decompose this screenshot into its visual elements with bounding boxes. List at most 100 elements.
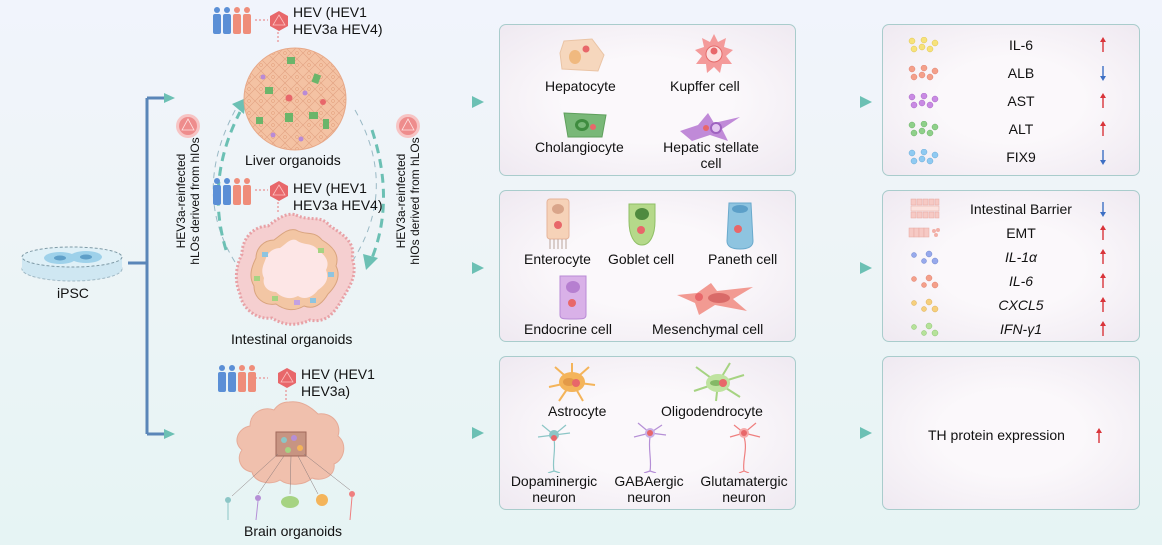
down-arrow-icon	[1100, 66, 1106, 81]
marker-row: TH protein expression	[928, 424, 1128, 446]
infection-arrows	[255, 19, 287, 400]
cell-label: Endocrine cell	[524, 321, 612, 337]
cell-label: Hepatocyte	[545, 78, 616, 94]
reinfection-label-right: HEV3a-reinfected hIOs derived from hLOs	[394, 137, 422, 265]
flow-arrow-liver-markers	[806, 96, 872, 108]
intestinal-organoids-label: Intestinal organoids	[231, 331, 353, 347]
up-arrow-icon	[1100, 37, 1106, 52]
cytokine-dots-icon	[911, 298, 939, 313]
cytokine-dots-icon	[908, 65, 939, 81]
liver-cell-panel: Hepatocyte Kupffer cell Cholangiocyte He…	[499, 24, 796, 176]
dopaminergic-neuron-icon	[537, 424, 571, 473]
marker-row: CXCL5	[883, 294, 1139, 316]
up-arrow-icon	[1100, 225, 1106, 240]
cell-label: Oligodendrocyte	[661, 403, 763, 419]
marker-name: IL-6	[1008, 273, 1034, 289]
brain-organoid	[214, 400, 364, 522]
marker-name: TH protein expression	[928, 427, 1065, 443]
petri-dish-icon	[21, 246, 123, 282]
cell-label: GABAergic neuron	[614, 473, 684, 505]
flow-arrow-intestinal-markers	[806, 262, 872, 274]
cytokine-dots-icon	[908, 37, 939, 53]
marker-row: AST	[883, 90, 1139, 112]
enterocyte-icon	[546, 198, 570, 249]
reinfected-virus-icon	[395, 113, 421, 144]
marker-row: IL-6	[883, 270, 1139, 292]
neuron-icons	[225, 491, 355, 521]
liver-marker-panel: IL-6 ALB AST ALT FIX9	[882, 24, 1140, 176]
cell-label: Enterocyte	[524, 251, 591, 267]
reinfected-virus-icon	[175, 113, 201, 144]
up-arrow-icon	[1100, 93, 1106, 108]
gabaergic-neuron-icon	[633, 422, 667, 473]
cell-label: Cholangiocyte	[535, 139, 624, 155]
cell-label: Astrocyte	[548, 403, 607, 419]
up-arrow-icon	[1100, 297, 1106, 312]
down-arrow-icon	[1100, 202, 1106, 217]
marker-row: IL-6	[883, 34, 1139, 56]
flow-arrow-brain	[430, 427, 484, 439]
glutamatergic-neuron-icon	[729, 422, 761, 473]
kupffer-cell-icon	[695, 34, 733, 73]
hev-virus-icon	[276, 367, 298, 394]
paneth-cell-icon	[726, 202, 754, 250]
marker-name: CXCL5	[998, 297, 1044, 313]
cytokine-dots-icon	[908, 93, 939, 109]
donors-icon	[210, 177, 254, 212]
hev-virus-icon	[268, 180, 290, 207]
flow-arrow-intestinal	[418, 262, 484, 274]
down-arrow-icon	[1100, 150, 1106, 165]
flow-arrow-brain-markers	[806, 427, 872, 439]
liver-virus-label: HEV (HEV1 HEV3a HEV4)	[293, 4, 383, 37]
ipsc-label: iPSC	[57, 285, 89, 301]
cell-label: Mesenchymal cell	[652, 321, 764, 337]
intestinal-marker-panel: Intestinal Barrier EMT IL-1α IL-6 CXCL5 …	[882, 190, 1140, 342]
emt-icon	[908, 227, 940, 238]
marker-name: Intestinal Barrier	[970, 201, 1072, 217]
up-arrow-icon	[1100, 121, 1106, 136]
marker-name: AST	[1007, 93, 1035, 109]
goblet-cell-icon	[628, 203, 656, 246]
cholangiocyte-icon	[563, 112, 607, 138]
brain-virus-label: HEV (HEV1 HEV3a)	[301, 366, 375, 399]
cytokine-dots-icon	[908, 149, 939, 165]
donors-icon	[210, 6, 254, 41]
marker-row: IFN-γ1	[883, 318, 1139, 340]
reinfection-label-left: HEV3a-reinfected hLOs derived from hIOs	[174, 137, 202, 265]
cell-label: Hepatic stellate cell	[663, 139, 759, 171]
cytokine-dots-icon	[911, 250, 939, 265]
marker-row: Intestinal Barrier	[883, 198, 1139, 220]
intestinal-cell-panel: Enterocyte Goblet cell Paneth cell Endoc…	[499, 190, 796, 342]
brain-marker-panel: TH protein expression	[882, 356, 1140, 510]
up-arrow-icon	[1100, 273, 1106, 288]
cell-label: Dopaminergic neuron	[510, 473, 598, 505]
donors-icon	[215, 364, 259, 399]
brain-organoids-label: Brain organoids	[244, 523, 343, 539]
up-arrow-icon	[1096, 428, 1102, 443]
marker-name: IL-1α	[1004, 249, 1038, 265]
flow-arrow-liver	[418, 96, 484, 108]
marker-name: EMT	[1006, 225, 1036, 241]
oligodendrocyte-icon	[693, 362, 745, 402]
hepatocyte-icon	[559, 38, 605, 72]
astrocyte-icon	[548, 363, 596, 402]
marker-name: IFN-γ1	[1000, 321, 1042, 337]
marker-name: ALT	[1008, 121, 1034, 137]
marker-name: IL-6	[1008, 37, 1034, 53]
liver-organoids-label: Liver organoids	[245, 152, 341, 168]
brain-cell-panel: Astrocyte Oligodendrocyte Dopaminergic n…	[499, 356, 796, 510]
cell-label: Glutamatergic neuron	[700, 473, 788, 505]
up-arrow-icon	[1100, 321, 1106, 336]
ipsc-bracket	[128, 93, 175, 439]
endocrine-cell-icon	[559, 275, 587, 320]
liver-organoid	[243, 47, 347, 151]
hepatic-stellate-cell-icon	[680, 113, 740, 141]
cytokine-dots-icon	[911, 274, 939, 289]
marker-row: IL-1α	[883, 246, 1139, 268]
mesenchymal-cell-icon	[677, 283, 753, 315]
hev-virus-icon	[268, 10, 290, 37]
marker-name: FIX9	[1006, 149, 1036, 165]
intestinal-organoid	[232, 212, 360, 327]
marker-row: EMT	[883, 222, 1139, 244]
